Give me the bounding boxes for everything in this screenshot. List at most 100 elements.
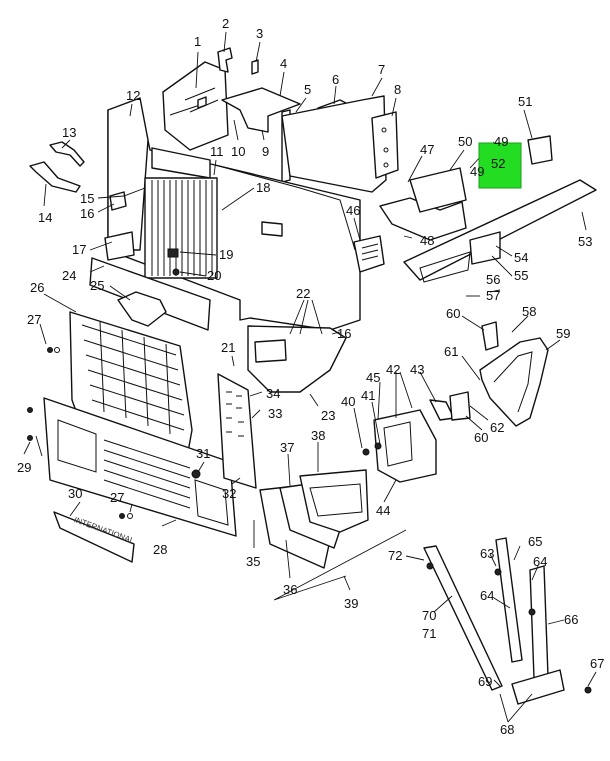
- callout-11: 11: [210, 144, 224, 159]
- callout-54: 54: [514, 250, 528, 265]
- part-13-handle: [49, 141, 85, 167]
- callout-12: 12: [126, 88, 140, 103]
- callout-64-upper: 64: [533, 554, 547, 569]
- part-2-clip: [217, 47, 233, 73]
- callout-59: 59: [556, 326, 570, 341]
- callout-32: 32: [222, 486, 236, 501]
- callout-15: 15: [80, 191, 94, 206]
- callout-30: 30: [68, 486, 82, 501]
- callout-51: 51: [518, 94, 532, 109]
- part-60-bracket: [481, 321, 499, 351]
- callout-72: 72: [388, 548, 402, 563]
- callout-13: 13: [62, 125, 76, 140]
- callout-9: 9: [262, 144, 269, 159]
- part-62-bracket: [449, 391, 471, 421]
- part-3-clip: [251, 59, 259, 75]
- callout-40: 40: [341, 394, 355, 409]
- part-7-panel: [281, 95, 387, 193]
- callout-60-lower: 60: [474, 430, 488, 445]
- highlight-box[interactable]: [478, 142, 522, 189]
- callout-57: 57: [486, 288, 500, 303]
- callout-42: 42: [386, 362, 400, 377]
- part-65-70-mirror-arm: [423, 537, 592, 705]
- callout-35: 35: [246, 554, 260, 569]
- callout-68: 68: [500, 722, 514, 737]
- part-50-battery-box: [379, 167, 467, 241]
- callout-55: 55: [514, 268, 528, 283]
- callout-23: 23: [321, 408, 335, 423]
- highlight-part-52[interactable]: 52: [478, 142, 522, 189]
- callout-19: 19: [219, 247, 233, 262]
- part-24-mount-bar: [89, 257, 211, 331]
- callout-2: 2: [222, 16, 229, 31]
- highlight-label: 52: [491, 156, 505, 171]
- callout-50: 50: [458, 134, 472, 149]
- part-1-upper-panel: [162, 61, 229, 151]
- callout-60-upper: 60: [446, 306, 460, 321]
- callout-56: 56: [486, 272, 500, 287]
- part-59-grab-handle: [479, 337, 549, 427]
- callout-31: 31: [196, 446, 210, 461]
- part-15-bracket: [109, 191, 127, 211]
- callout-65: 65: [528, 534, 542, 549]
- part-16-lamp-housing: [254, 339, 287, 363]
- callout-22: 22: [296, 286, 310, 301]
- callout-71: 71: [422, 626, 436, 641]
- callout-24: 24: [62, 268, 76, 283]
- part-51-bracket: [527, 135, 553, 165]
- callout-37: 37: [280, 440, 294, 455]
- callout-29: 29: [17, 460, 31, 475]
- part-28-lower-grille: [43, 397, 237, 537]
- callout-33: 33: [268, 406, 282, 421]
- callout-49-lower: 49: [470, 164, 484, 179]
- callout-48: 48: [420, 233, 434, 248]
- part-19-clip: [167, 248, 179, 258]
- callout-27-upper: 27: [27, 312, 41, 327]
- callout-labels: 1 2 3 4 5 6 7 8 9 10 11 12 13 14 15 16 1…: [17, 16, 604, 737]
- part-46-marker-lamp: [353, 235, 385, 273]
- callout-63: 63: [480, 546, 494, 561]
- part-18-grille-bars: [144, 177, 218, 279]
- part-30-nameplate: INTERNATIONAL: [53, 511, 136, 563]
- callout-70: 70: [422, 608, 436, 623]
- part-20-fastener: [172, 268, 180, 276]
- callout-14: 14: [38, 210, 52, 225]
- callout-66: 66: [564, 612, 578, 627]
- part-52-support-bar: [403, 179, 597, 283]
- callout-67: 67: [590, 656, 604, 671]
- callout-26: 26: [30, 280, 44, 295]
- part-4-bracket: [221, 87, 301, 133]
- callout-47: 47: [420, 142, 434, 157]
- callout-27-lower: 27: [110, 490, 124, 505]
- part-33-plate: [217, 373, 257, 489]
- part-14-handle: [29, 161, 81, 193]
- callout-18: 18: [256, 180, 270, 195]
- callout-17: 17: [72, 242, 86, 257]
- callout-43: 43: [410, 362, 424, 377]
- callout-20: 20: [207, 268, 221, 283]
- part-17-bracket: [104, 231, 135, 261]
- leader-lines: [23, 31, 597, 723]
- callout-16-lower: 16: [337, 326, 351, 341]
- fastener-group-27-29-31: [27, 347, 201, 519]
- callout-44: 44: [376, 503, 390, 518]
- callout-38: 38: [311, 428, 325, 443]
- callout-46: 46: [346, 203, 360, 218]
- callout-53: 53: [578, 234, 592, 249]
- callout-21: 21: [221, 340, 235, 355]
- callout-45: 45: [366, 370, 380, 385]
- callout-3: 3: [256, 26, 263, 41]
- callout-41: 41: [361, 388, 375, 403]
- callout-62: 62: [490, 420, 504, 435]
- callout-58: 58: [522, 304, 536, 319]
- callout-4: 4: [280, 56, 287, 71]
- callout-8: 8: [394, 82, 401, 97]
- part-40-45-side-lamp: [362, 409, 437, 483]
- callout-36: 36: [283, 582, 297, 597]
- part-12-fender: [107, 97, 149, 251]
- callout-16-upper: 16: [80, 206, 94, 221]
- part-25-emblem: [117, 291, 167, 327]
- part-36-38-headlamp: [259, 469, 369, 569]
- callout-5: 5: [304, 82, 311, 97]
